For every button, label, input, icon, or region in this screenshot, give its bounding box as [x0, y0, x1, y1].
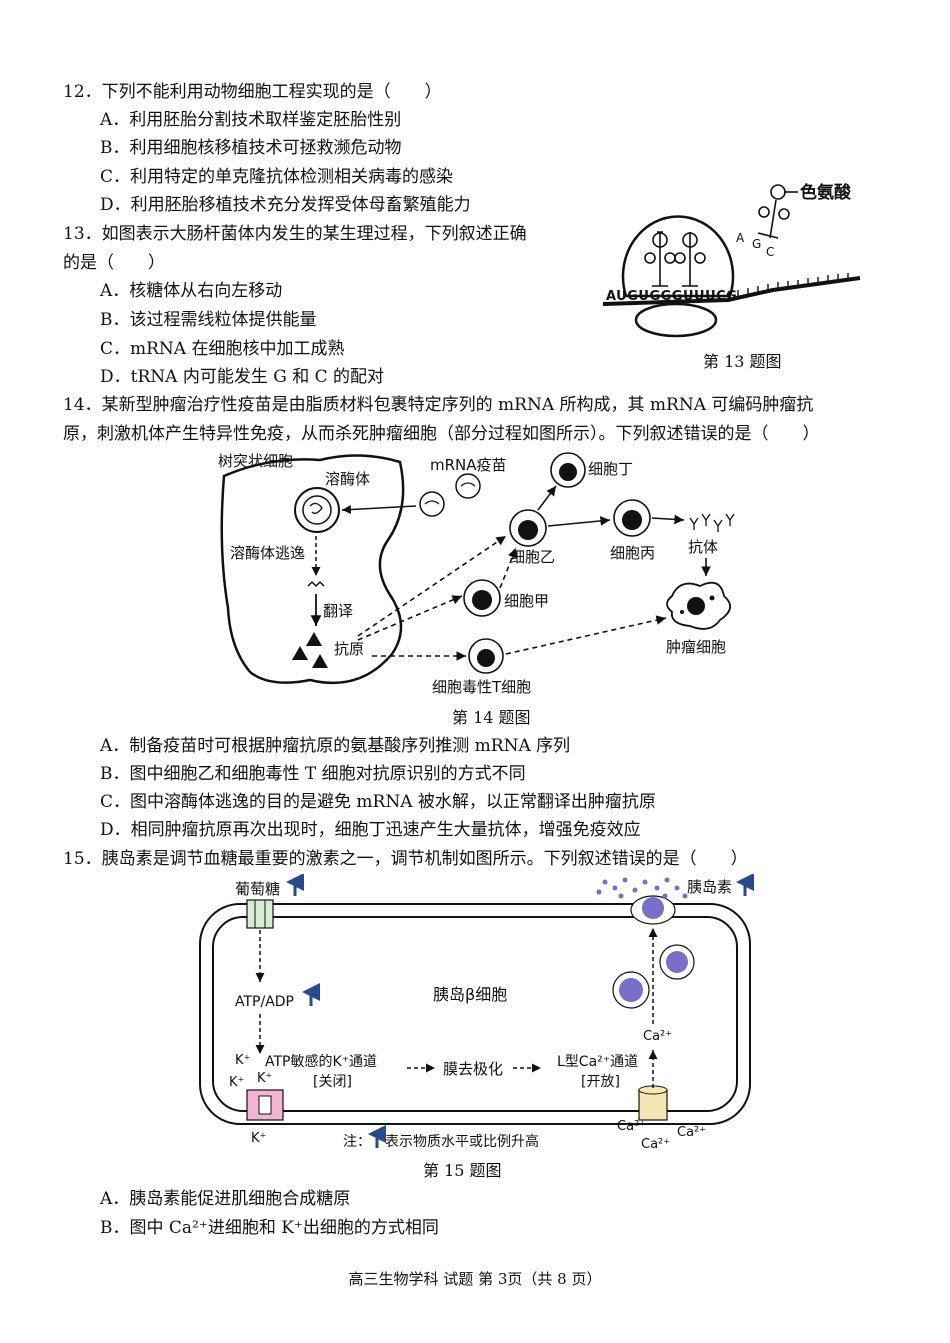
k-channel-closed-label: [关闭]	[313, 1074, 352, 1090]
q14-stem-line2: 原，刺激机体产生特异性免疫，从而杀死肿瘤细胞（部分过程如图所示）。下列叙述错误的…	[63, 424, 820, 444]
cell-bing	[613, 499, 651, 537]
q12-option-b: B．利用细胞核移植技术可拯救濒危动物	[100, 138, 402, 158]
q15-option-b: B．图中 Ca²⁺进细胞和 K⁺出细胞的方式相同	[100, 1218, 439, 1238]
lysosome	[294, 487, 340, 533]
k-channel	[246, 1089, 284, 1121]
antibody-icon	[689, 513, 735, 532]
insulin-vesicle	[659, 944, 695, 980]
cell-yi	[509, 509, 547, 547]
cell-jia-label: 细胞甲	[504, 592, 549, 610]
k-ion-label-2: K⁺	[257, 1071, 272, 1086]
q12-stem: 12．下列不能利用动物细胞工程实现的是（ ）	[63, 82, 442, 102]
q13-option-d: D．tRNA 内可能发生 G 和 C 的配对	[100, 367, 385, 387]
ca-channel-open-label: [开放]	[581, 1074, 620, 1090]
q13-option-c: C．mRNA 在细胞核中加工成熟	[100, 339, 345, 359]
cytotoxic-t-cell	[468, 638, 504, 674]
cell-yi-label: 细胞乙	[510, 548, 555, 566]
ca-ion-outside-label-3: Ca²⁺	[641, 1137, 670, 1152]
q13-option-a: A．核糖体从右向左移动	[100, 281, 283, 301]
ca-ion-outside-label-1: Ca²⁺	[617, 1119, 646, 1134]
q14-stem-line1: 14．某新型肿瘤治疗性疫苗是由脂质材料包裹特定序列的 mRNA 所构成，其 mR…	[63, 395, 814, 415]
mrna-strand-escaped	[307, 580, 325, 588]
vaccine-to-lysosome-arrow	[341, 505, 417, 515]
insulin-secretion-figure: 葡萄糖 ATP/ADP 胰岛β细胞 ATP敏感的K⁺通道 [关闭] K⁺ K⁺ …	[199, 874, 754, 1152]
free-trna	[757, 184, 790, 239]
k-ion-label-4: K⁺	[251, 1131, 266, 1146]
cell-bing-label: 细胞丙	[610, 544, 655, 562]
mrna-vaccine-particle	[419, 491, 445, 517]
antigen-triangles	[292, 632, 328, 668]
trna-1	[644, 231, 676, 287]
k-ion-label-1: K⁺	[235, 1053, 250, 1068]
glucose-label: 葡萄糖	[235, 880, 280, 898]
antigen-label: 抗原	[334, 640, 364, 658]
tumor-cell-label: 肿瘤细胞	[666, 638, 726, 656]
amino-acid-label: 色氨酸	[800, 182, 852, 203]
antibody-label: 抗体	[688, 538, 718, 556]
k-channel-label: ATP敏感的K⁺通道	[265, 1053, 377, 1070]
ca-channel	[638, 1085, 668, 1121]
ca-channel-label: L型Ca²⁺通道	[557, 1054, 638, 1070]
atp-adp-label: ATP/ADP	[235, 994, 294, 1010]
lysosome-label: 溶酶体	[325, 470, 370, 488]
translation-figure: AUGUGGGUUUCG A G C 色氨酸	[602, 182, 861, 338]
anticodon-c: C	[766, 245, 774, 259]
translation-label: 翻译	[323, 602, 353, 620]
ribosome-small-subunit	[634, 302, 718, 338]
beta-cell-membrane-inner	[212, 916, 738, 1112]
q13-option-b: B．该过程需线粒体提供能量	[100, 310, 317, 330]
anticodon-g: G	[752, 237, 761, 251]
ribosome-large-subunit	[621, 215, 735, 298]
q13-stem-line2: 的是（ ）	[63, 253, 165, 273]
insulin-vesicle	[612, 971, 650, 1009]
q12-option-d: D．利用胚胎移植技术充分发挥受体母畜繁殖能力	[100, 195, 471, 215]
mrna-sequence: AUGUGGGUUUCG	[606, 289, 737, 304]
note-prefix: 注：	[343, 1134, 371, 1150]
ca-ion-inside-label: Ca²⁺	[643, 1029, 672, 1044]
lysosome-escape-label: 溶酶体逃逸	[230, 544, 305, 562]
mrna-vaccine-particle	[455, 473, 481, 499]
q14-option-a: A．制备疫苗时可根据肿瘤抗原的氨基酸序列推测 mRNA 序列	[100, 736, 571, 756]
page-footer: 高三生物学科 试题 第 3页（共 8 页）	[348, 1270, 602, 1288]
glucose-transporter	[246, 899, 274, 929]
cell-ding	[550, 452, 586, 488]
q12-option-a: A．利用胚胎分割技术取样鉴定胚胎性别	[100, 110, 402, 130]
note-text: 表示物质水平或比例升高	[385, 1133, 539, 1150]
immune-figure: 树突状细胞 溶酶体 mRNA疫苗 溶酶体逃逸 翻译 抗原 细胞甲 细胞乙 细胞丁…	[218, 452, 735, 696]
q14-option-b: B．图中细胞乙和细胞毒性 T 细胞对抗原识别的方式不同	[100, 764, 526, 784]
insulin-release-vesicle	[630, 895, 676, 925]
trna-2	[674, 232, 706, 287]
k-ion-label-3: K⁺	[229, 1075, 244, 1090]
cell-ding-label: 细胞丁	[588, 460, 633, 478]
dendritic-cell-label: 树突状细胞	[218, 452, 293, 470]
q15-option-a: A．胰岛素能促进肌细胞合成糖原	[100, 1189, 351, 1209]
anticodon-a: A	[736, 231, 745, 245]
insulin-label: 胰岛素	[687, 878, 732, 896]
mrna-vaccine-label: mRNA疫苗	[430, 456, 507, 474]
ca-ion-outside-label-2: Ca²⁺	[677, 1125, 706, 1140]
q15-stem: 15．胰岛素是调节血糖最重要的激素之一，调节机制如图所示。下列叙述错误的是（ ）	[63, 849, 748, 869]
figure-14-caption: 第 14 题图	[452, 708, 531, 727]
figure-15-caption: 第 15 题图	[423, 1161, 502, 1180]
q13-stem-line1: 13．如图表示大肠杆菌体内发生的某生理过程，下列叙述正确	[63, 224, 527, 244]
depolarize-label: 膜去极化	[443, 1060, 503, 1078]
q14-option-d: D．相同肿瘤抗原再次出现时，细胞丁迅速产生大量抗体，增强免疫效应	[100, 820, 641, 840]
figure-13-caption: 第 13 题图	[703, 352, 782, 371]
cell-jia	[463, 579, 501, 617]
beta-cell-label: 胰岛β细胞	[433, 985, 507, 1004]
q14-option-c: C．图中溶酶体逃逸的目的是避免 mRNA 被水解，以正常翻译出肿瘤抗原	[100, 792, 656, 812]
insulin-particles	[596, 877, 688, 899]
cytotoxic-t-label: 细胞毒性T细胞	[432, 678, 531, 696]
mrna-strand	[602, 276, 861, 306]
q12-option-c: C．利用特定的单克隆抗体检测相关病毒的感染	[100, 167, 454, 187]
